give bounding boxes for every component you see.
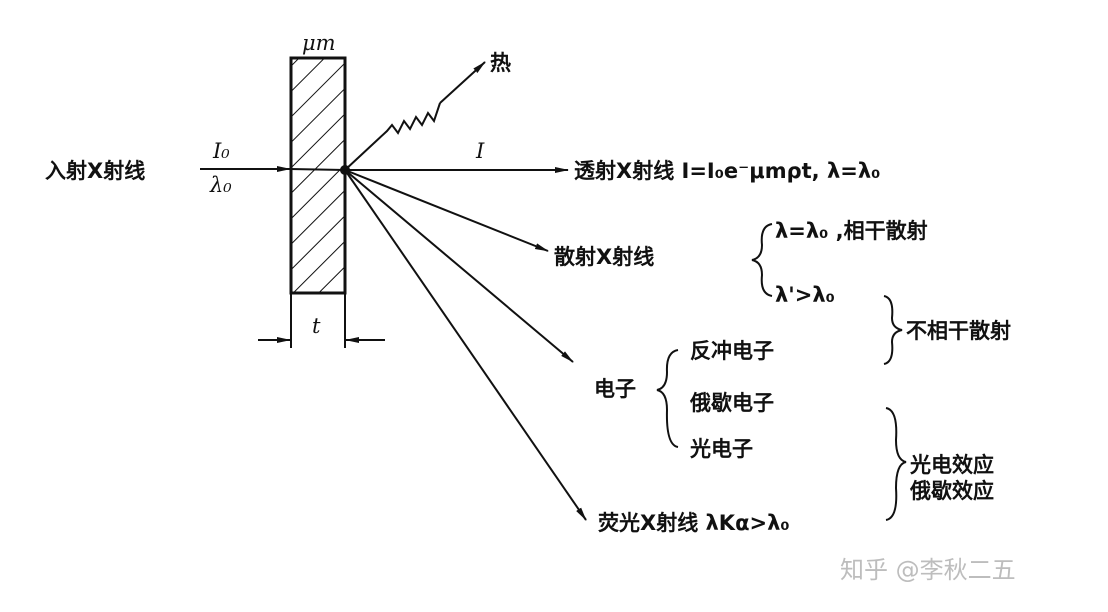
incoherent-label: 不相干散射 bbox=[906, 319, 1011, 343]
sample-slab bbox=[289, 56, 347, 295]
electrons-brace bbox=[656, 349, 679, 448]
I-label: I bbox=[475, 139, 485, 163]
heat-label: 热 bbox=[490, 51, 511, 75]
electron-arrow bbox=[344, 169, 574, 363]
photoeffect-brace bbox=[885, 407, 907, 521]
heat-wave bbox=[344, 102, 441, 171]
incoherent-condition: λ'>λ₀ bbox=[775, 283, 835, 307]
mass-attenuation-label: μm bbox=[302, 31, 336, 55]
transmitted-label: 透射X射线 I=I₀e⁻μmρt, λ=λ₀ bbox=[574, 159, 880, 183]
electrons-label: 电子 bbox=[594, 377, 636, 401]
coherent-label: λ=λ₀ ,相干散射 bbox=[775, 219, 928, 243]
recoil-electron-label: 反冲电子 bbox=[690, 339, 774, 363]
watermark: 知乎 @李秋二五 bbox=[840, 556, 1016, 584]
scattered-arrow bbox=[344, 169, 549, 252]
scattered-label: 散射X射线 bbox=[554, 245, 654, 269]
incoherent-brace bbox=[883, 295, 903, 365]
auger-electron-label: 俄歇电子 bbox=[689, 391, 774, 415]
I0-label: I₀ bbox=[212, 139, 230, 163]
scatter-brace bbox=[751, 223, 773, 297]
fluorescent-label: 荧光X射线 λKα>λ₀ bbox=[598, 511, 790, 535]
incident-label: 入射X射线 bbox=[45, 159, 145, 183]
heat-arrow bbox=[439, 61, 486, 104]
photo-electron-label: 光电子 bbox=[689, 437, 753, 461]
thickness-label: t bbox=[312, 314, 321, 338]
incident-through bbox=[289, 168, 346, 171]
photo-effect-label: 光电效应 bbox=[909, 453, 994, 477]
lambda0-label: λ₀ bbox=[209, 173, 232, 197]
fluorescent-arrow bbox=[344, 169, 587, 521]
auger-effect-label: 俄歇效应 bbox=[909, 479, 994, 503]
